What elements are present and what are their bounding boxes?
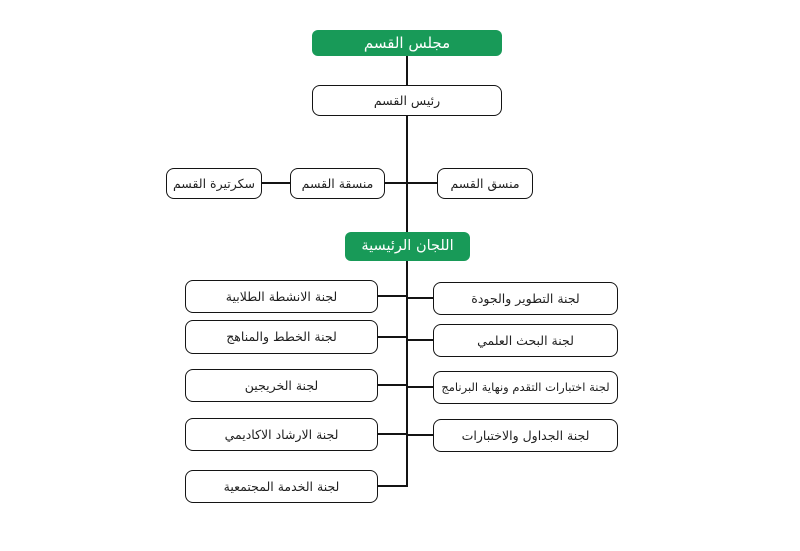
connector-left-committee-4 xyxy=(378,433,406,435)
connector-root-to-head xyxy=(406,55,408,86)
node-committee-community-service: لجنة الخدمة المجتمعية xyxy=(185,470,378,503)
node-committee-schedules-exams: لجنة الجداول والاختبارات xyxy=(433,419,618,452)
node-secretary: سكرتيرة القسم xyxy=(166,168,262,199)
node-committee-student-activities: لجنة الانشطة الطلابية xyxy=(185,280,378,313)
connector-right-committee-2 xyxy=(408,339,433,341)
connector-right-committee-3 xyxy=(408,386,433,388)
connector-right-committee-1 xyxy=(408,297,433,299)
node-committee-progress-final-exams: لجنة اختبارات التقدم ونهاية البرنامج xyxy=(433,371,618,404)
node-department-head: رئيس القسم xyxy=(312,85,502,116)
connector-left-committee-2 xyxy=(378,336,406,338)
node-committee-alumni: لجنة الخريجين xyxy=(185,369,378,402)
node-committee-plans-curricula: لجنة الخطط والمناهج xyxy=(185,320,378,354)
node-coordinator-f: منسقة القسم xyxy=(290,168,385,199)
connector-left-committee-3 xyxy=(378,384,406,386)
node-department-council: مجلس القسم xyxy=(312,30,502,56)
node-main-committees-header: اللجان الرئيسية xyxy=(345,232,470,261)
connector-committees-trunk xyxy=(406,260,408,487)
connector-left-committee-1 xyxy=(378,295,406,297)
connector-head-to-committees-header xyxy=(406,115,408,233)
connector-coordinator-f-to-trunk xyxy=(385,182,406,184)
connector-secretary-to-coordinator-f xyxy=(262,182,290,184)
node-coordinator-m: منسق القسم xyxy=(437,168,533,199)
node-committee-scientific-research: لجنة البحث العلمي xyxy=(433,324,618,357)
connector-left-committee-5 xyxy=(378,485,408,487)
node-committee-development-quality: لجنة التطوير والجودة xyxy=(433,282,618,315)
connector-right-committee-4 xyxy=(408,434,433,436)
connector-trunk-to-coordinator-m xyxy=(408,182,437,184)
node-committee-academic-advising: لجنة الارشاد الاكاديمي xyxy=(185,418,378,451)
